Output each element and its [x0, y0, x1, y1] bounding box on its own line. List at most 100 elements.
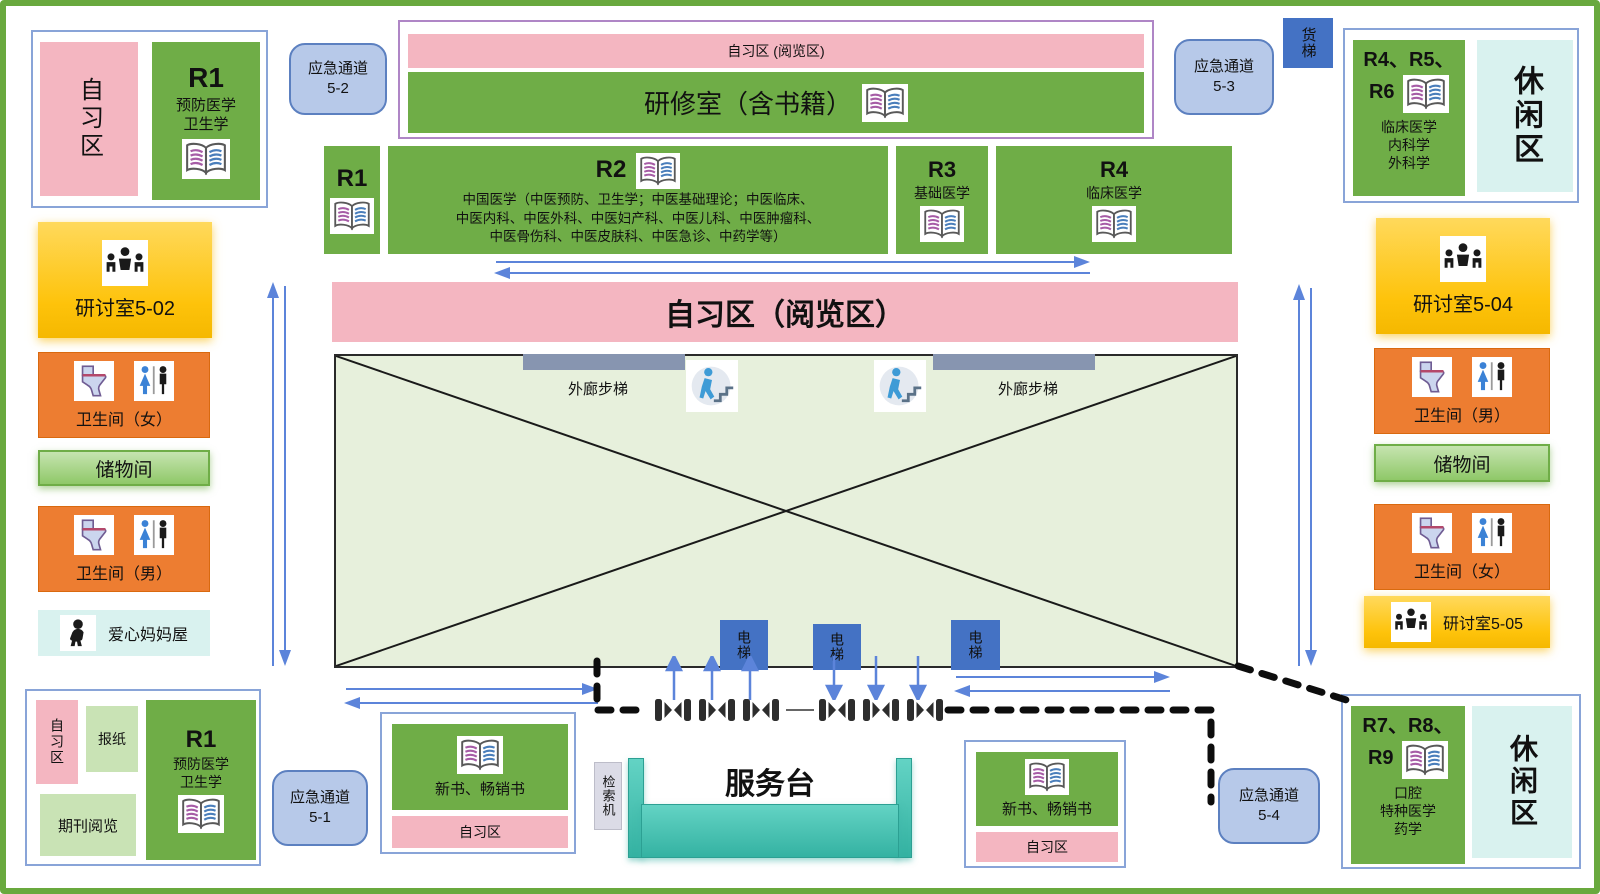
stack-code: R1 [185, 725, 217, 753]
meeting-icon [1390, 602, 1431, 642]
seminar-room-5-05: 研讨室5-05 [1364, 596, 1550, 648]
emergency-label: 应急通道 [1193, 57, 1254, 75]
emergency-label: 应急通道 [1238, 786, 1299, 804]
flow-arrows-bottom-right [954, 671, 1170, 697]
emergency-number: 5-1 [309, 809, 331, 826]
leisure-area: 休闲区 [1472, 706, 1572, 858]
restroom-icon [1472, 512, 1512, 553]
security-gate-icon [654, 699, 692, 721]
stack-code: R3 [927, 156, 957, 182]
study-area-zone: 自习区 [36, 700, 78, 784]
meeting-icon [102, 239, 148, 286]
gate-direction-arrows [664, 656, 928, 700]
book-icon [1403, 75, 1450, 113]
seminar-room-label: 研修室（含书籍） [643, 89, 852, 119]
stack-code: R2 [595, 156, 627, 184]
study-area-zone: 自习区 [976, 832, 1118, 862]
stack-code: R4 [1099, 156, 1129, 182]
toilet-icon [1412, 512, 1452, 553]
toilet-icon [74, 360, 114, 401]
corridor-stairs-label: 外廊步梯 [528, 378, 668, 399]
storage-room-left: 储物间 [38, 450, 210, 486]
book-icon [1402, 741, 1449, 779]
flow-arrows-top [494, 256, 1090, 279]
freight-elevator: 货梯 [1283, 18, 1333, 68]
bottom-left-cluster: 自习区 报纸 R1 预防医学 卫生学 期刊阅览 [25, 689, 261, 866]
elevator: 电梯 [951, 620, 1000, 670]
book-icon [920, 206, 964, 243]
stack-subjects: 预防医学 卫生学 [175, 96, 236, 134]
stair-landing-bar [523, 354, 685, 370]
stack-codes: R7、R8、R9 [1362, 715, 1454, 770]
stack-subjects: 口腔 特种医学 药学 [1380, 785, 1436, 838]
book-icon [178, 795, 224, 834]
restroom-icon [134, 360, 174, 401]
service-desk: 服务台 [624, 754, 916, 866]
stack-subjects: 临床医学 内科学 外科学 [1381, 119, 1437, 172]
nursing-room: 爱心妈妈屋 [38, 610, 210, 656]
flow-arrows-right [1293, 284, 1317, 666]
nursing-room-label: 爱心妈妈屋 [107, 627, 188, 644]
toilet-icon [1412, 356, 1452, 397]
seminar-room-label: 研讨室5-04 [1412, 293, 1514, 316]
top-center-cluster: 自习区 (阅览区) 研修室（含书籍） [398, 20, 1154, 139]
reading-area-bar: 自习区（阅览区） [332, 282, 1238, 342]
seminar-room-with-books: 研修室（含书籍） [408, 72, 1144, 133]
elevator: 电梯 [813, 624, 861, 670]
service-desk-front-counter [641, 804, 899, 858]
stack-code: R1 [188, 62, 224, 94]
top-right-cluster: R4、R5、R6 临床医学 内科学 外科学 休闲区 [1343, 28, 1579, 203]
bottom-right-cluster: R7、R8、R9 口腔 特种医学 药学 休闲区 [1341, 694, 1581, 869]
new-books-label: 新书、畅销书 [434, 780, 525, 798]
emergency-label: 应急通道 [289, 788, 350, 806]
book-icon [636, 152, 681, 189]
book-icon [330, 198, 374, 235]
emergency-number: 5-2 [327, 80, 349, 97]
stack-r4: R4 临床医学 [996, 146, 1232, 254]
stack-name: 基础医学 [914, 185, 970, 201]
atrium-cross-lines [336, 356, 1236, 666]
periodicals-zone: 期刊阅览 [40, 794, 136, 856]
emergency-exit-5-2: 应急通道 5-2 [289, 43, 387, 115]
seminar-room-label: 研讨室5-05 [1442, 616, 1524, 633]
seminar-room-5-02: 研讨室5-02 [38, 222, 212, 338]
stairs-icon [686, 360, 738, 412]
stack-r1: R1 [324, 146, 380, 254]
toilet-female-left: 卫生间（女） [38, 352, 210, 438]
stairs-icon [874, 360, 926, 412]
seminar-room-5-04: 研讨室5-04 [1376, 218, 1550, 334]
bottom-right-center-cluster: 新书、畅销书 自习区 [964, 740, 1126, 868]
study-strip: 自习区 (阅览区) [408, 34, 1144, 68]
storage-room-right: 储物间 [1374, 444, 1550, 482]
stack-r789-room: R7、R8、R9 口腔 特种医学 药学 [1351, 706, 1465, 864]
emergency-label: 应急通道 [307, 59, 368, 77]
top-left-cluster: 自习区 R1 预防医学 卫生学 [31, 30, 268, 208]
seminar-room-label: 研讨室5-02 [74, 297, 176, 320]
book-icon [1092, 206, 1136, 243]
stack-subjects: 预防医学 卫生学 [173, 756, 229, 791]
toilet-label: 卫生间（女） [75, 411, 172, 429]
toilet-label: 卫生间（女） [1413, 563, 1510, 581]
security-gate-icon [862, 699, 900, 721]
stack-code: R1 [336, 164, 368, 192]
toilet-male-left: 卫生间（男） [38, 506, 210, 592]
toilet-male-right: 卫生间（男） [1374, 348, 1550, 434]
emergency-number: 5-4 [1258, 807, 1280, 824]
baby-icon [59, 615, 96, 651]
search-terminal: 检索机 [594, 762, 622, 830]
emergency-exit-5-4: 应急通道 5-4 [1218, 768, 1320, 844]
newspaper-zone: 报纸 [86, 706, 138, 772]
study-area-zone: 自习区 [40, 42, 138, 196]
corridor-stairs-label: 外廊步梯 [958, 378, 1098, 399]
new-books-label: 新书、畅销书 [1001, 801, 1092, 818]
stack-r1-room: R1 预防医学 卫生学 [152, 42, 260, 200]
stack-r2: R2 中国医学（中医预防、卫生学；中医基础理论；中医临床、 中医内科、中医外科、… [388, 146, 888, 254]
atrium: 外廊步梯 外廊步梯 电梯 电梯 电梯 [334, 354, 1238, 670]
service-desk-label: 服务台 [725, 768, 815, 801]
stack-codes: R4、R5、R6 [1363, 49, 1455, 104]
emergency-exit-5-1: 应急通道 5-1 [272, 770, 368, 846]
bottom-center-cluster: 新书、畅销书 自习区 [380, 712, 576, 854]
restroom-icon [1472, 356, 1512, 397]
study-area-zone: 自习区 [392, 816, 568, 848]
flow-arrows-bottom-left [344, 683, 598, 709]
